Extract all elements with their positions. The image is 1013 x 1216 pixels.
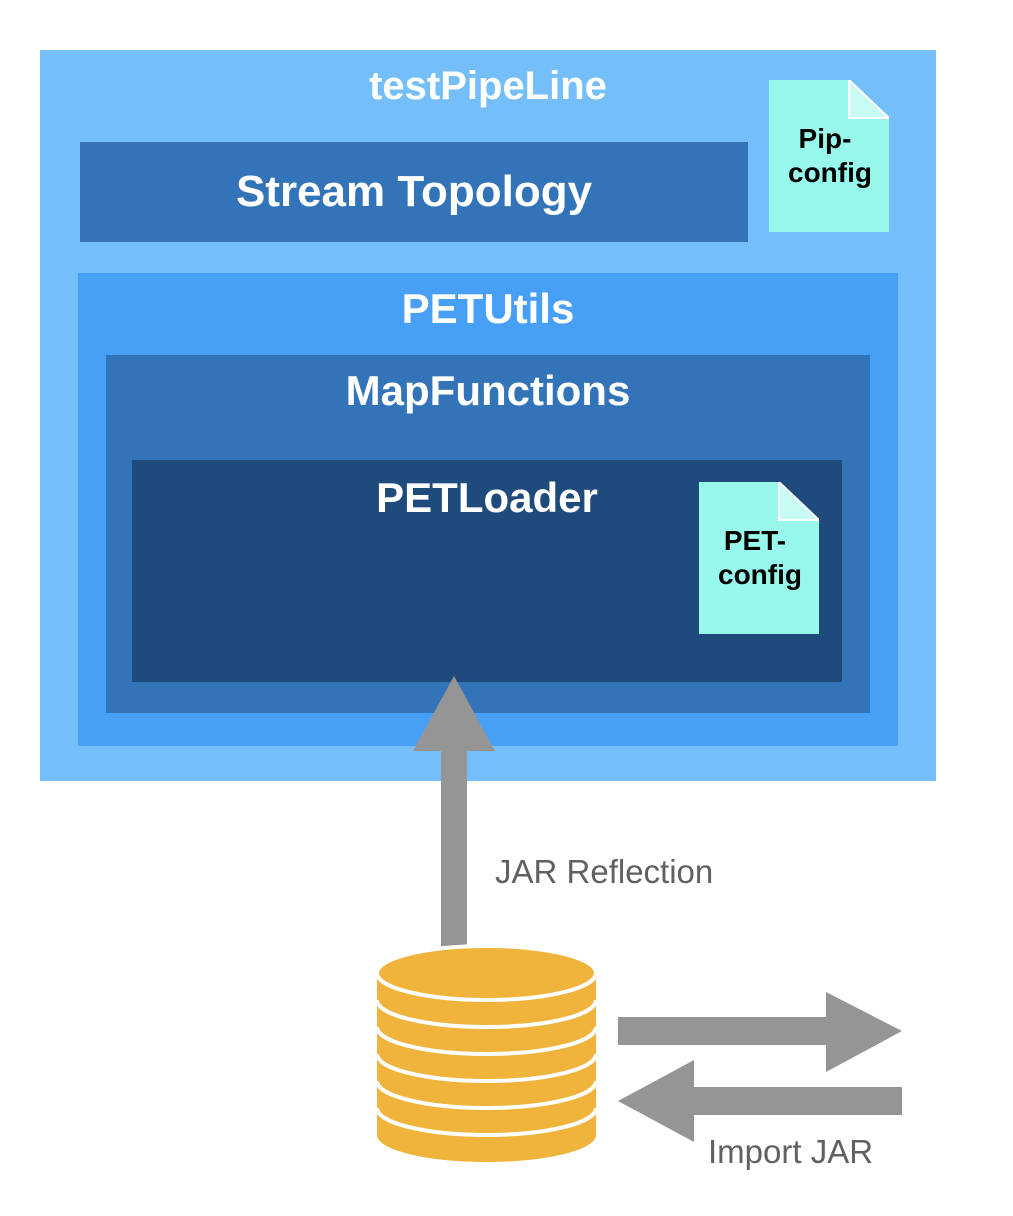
jar-reflection-label: JAR Reflection (495, 853, 714, 890)
stream-topology-title: Stream Topology (235, 167, 593, 216)
jar-database-icon (375, 944, 598, 1162)
map-functions-title: MapFunctions (345, 367, 631, 414)
import-jar-label: Import JAR (708, 1133, 874, 1170)
pip-config-line2: config (788, 157, 872, 188)
pip-config-document-icon: Pip- config (769, 80, 889, 232)
pet-utils-title: PETUtils (401, 285, 575, 332)
test-pipeline-title: testPipeLine (369, 64, 607, 108)
pet-config-label: PET- config (691, 524, 819, 592)
pet-loader-title: PETLoader (376, 474, 598, 521)
export-right-arrow-icon (618, 992, 902, 1072)
pip-config-line1: Pip- (798, 123, 852, 154)
pet-config-line1: PET- (723, 525, 787, 556)
pet-config-line2: config (718, 559, 802, 590)
jar-reflection-arrow-icon (413, 676, 495, 947)
pip-config-label: Pip- config (761, 122, 889, 190)
pet-config-document-icon: PET- config (699, 482, 819, 634)
stream-topology-box: Stream Topology (80, 142, 748, 242)
import-jar-left-arrow-icon (618, 1060, 902, 1142)
